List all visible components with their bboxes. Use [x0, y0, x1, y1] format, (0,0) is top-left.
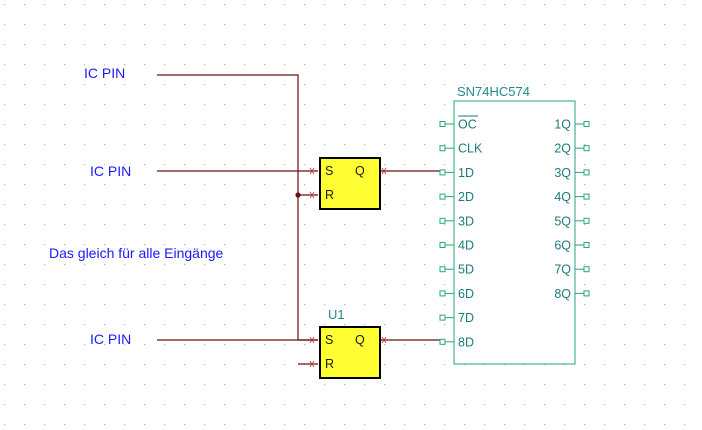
ic-pin-label: 1D: [458, 166, 474, 180]
ic-pin-terminal[interactable]: [439, 217, 446, 224]
flipflop-1-q-label: Q: [355, 164, 365, 178]
ic-pin-1q[interactable]: 1Q: [554, 118, 590, 132]
ic-pin-label: 8D: [458, 335, 474, 349]
ic-pin-3q[interactable]: 3Q: [554, 166, 590, 180]
ic-name: SN74HC574: [457, 84, 530, 99]
ic-pin-4q[interactable]: 4Q: [554, 190, 590, 204]
wires: [157, 74, 442, 368]
ic-pin-label: 5D: [458, 263, 474, 277]
ic-pin-label: 7D: [458, 311, 474, 325]
ic-pin-label: 8Q: [554, 287, 571, 301]
ic-pin-terminal[interactable]: [439, 290, 446, 297]
ic-pin-label: 6Q: [554, 239, 571, 253]
ic-pin-terminal[interactable]: [439, 169, 446, 176]
ic-pin-7q[interactable]: 7Q: [554, 263, 590, 277]
ic-pin-terminal[interactable]: [439, 338, 446, 345]
ic-pin-label: OC: [458, 118, 477, 132]
ic-pin-clk[interactable]: CLK: [439, 142, 483, 156]
ic-pin-label: 2Q: [554, 142, 571, 156]
ic-pin-terminal[interactable]: [583, 217, 590, 224]
flipflop-u1-r-label: R: [325, 357, 334, 371]
note-label: Das gleich für alle Eingänge: [49, 245, 224, 261]
ic-pin-terminal[interactable]: [583, 145, 590, 152]
ic-right-pins: 1Q 2Q 3Q 4Q 5Q 6Q 7Q 8Q: [554, 118, 590, 301]
pin-ticks: [309, 167, 387, 368]
ic-pin-label: 7Q: [554, 263, 571, 277]
ic-pin-8d[interactable]: 8D: [439, 335, 474, 349]
ic-pin-terminal[interactable]: [439, 121, 446, 127]
ic-pin-label: 6D: [458, 287, 474, 301]
ic-pin-label: 1Q: [554, 118, 571, 132]
ic-pin-terminal[interactable]: [439, 266, 446, 273]
ic-pin-terminal[interactable]: [439, 242, 446, 248]
flipflop-1[interactable]: S Q R: [319, 157, 381, 210]
flipflop-u1-ref: U1: [328, 307, 345, 322]
ic-pin-terminal[interactable]: [583, 121, 590, 127]
ic-pin-2d[interactable]: 2D: [439, 190, 474, 204]
ic-pin-oc[interactable]: OC: [439, 115, 478, 132]
ic-pin-terminal[interactable]: [583, 266, 590, 273]
flipflop-u1[interactable]: U1 S Q R: [319, 307, 381, 379]
flipflop-u1-q-label: Q: [355, 333, 365, 347]
ic-pin-4d[interactable]: 4D: [439, 239, 474, 253]
flipflop-1-body: [319, 157, 381, 210]
ic-pin-7d[interactable]: 7D: [439, 311, 474, 325]
ic-pin-label-3: IC PIN: [90, 331, 131, 347]
ic-pin-2q[interactable]: 2Q: [554, 142, 590, 156]
ic-pin-label-1: IC PIN: [84, 65, 125, 81]
ic-pin-label: 3D: [458, 214, 474, 228]
ic-pin-label: 5Q: [554, 214, 571, 228]
ic-sn74hc574[interactable]: SN74HC574 OC CLK 1D 2D 3D 4D 5D 6D 7D 8D 1Q 2Q 3Q 4Q…: [439, 84, 590, 365]
ic-pin-1d[interactable]: 1D: [439, 166, 474, 180]
ic-pin-6q[interactable]: 6Q: [554, 239, 590, 253]
ic-pin-6d[interactable]: 6D: [439, 287, 474, 301]
ic-pin-label: CLK: [458, 142, 483, 156]
ic-pin-terminal[interactable]: [583, 290, 590, 297]
ic-pin-terminal[interactable]: [439, 145, 446, 152]
ic-pin-5d[interactable]: 5D: [439, 263, 474, 277]
ic-body: [453, 100, 576, 365]
ic-left-pins: OC CLK 1D 2D 3D 4D 5D 6D 7D 8D: [439, 115, 483, 349]
flipflop-1-r-label: R: [325, 188, 334, 202]
ic-pin-terminal[interactable]: [439, 193, 446, 200]
ic-pin-label: 2D: [458, 190, 474, 204]
ic-pin-label-2: IC PIN: [90, 163, 131, 179]
ic-pin-label: 4D: [458, 239, 474, 253]
ic-pin-8q[interactable]: 8Q: [554, 287, 590, 301]
flipflop-u1-s-label: S: [325, 333, 333, 347]
ic-pin-terminal[interactable]: [583, 193, 590, 200]
ic-pin-3d[interactable]: 3D: [439, 214, 474, 228]
flipflop-1-s-label: S: [325, 164, 333, 178]
ic-pin-5q[interactable]: 5Q: [554, 214, 590, 228]
ic-pin-terminal[interactable]: [583, 242, 590, 248]
junction-dot: [295, 192, 301, 198]
ic-pin-terminal[interactable]: [583, 169, 590, 176]
ic-pin-label: 3Q: [554, 166, 571, 180]
flipflop-u1-body: [319, 326, 381, 379]
ic-pin-label: 4Q: [554, 190, 571, 204]
ic-pin-terminal[interactable]: [439, 314, 446, 321]
